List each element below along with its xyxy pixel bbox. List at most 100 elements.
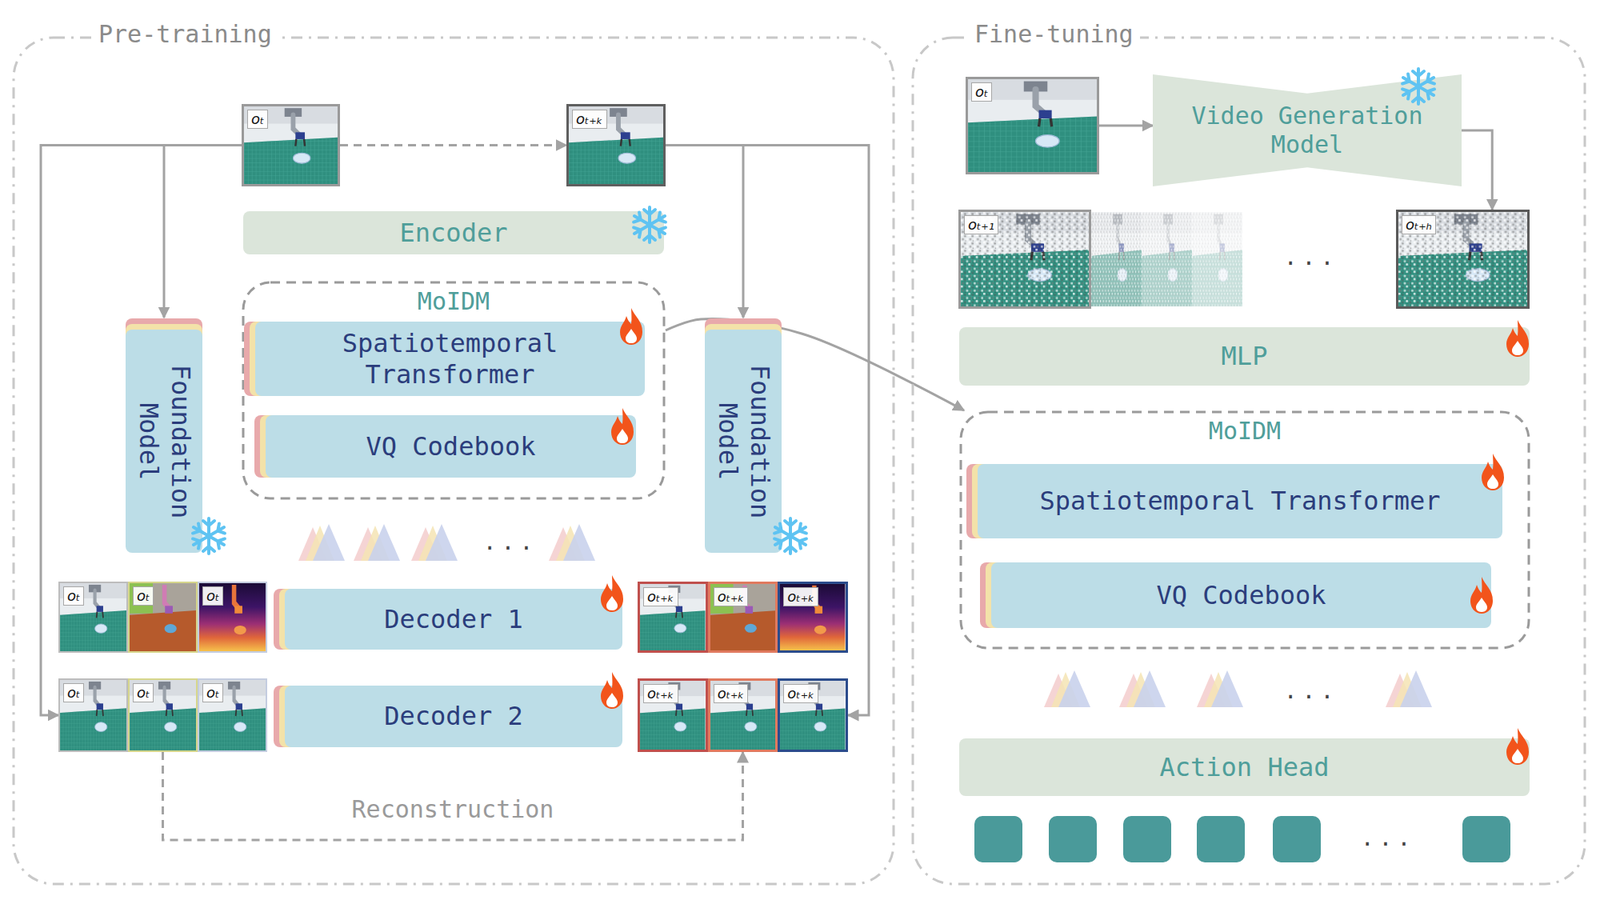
connector (340, 144, 567, 147)
image-cell: oₜ₊ₖ (708, 581, 779, 653)
module-box: Encoder (243, 211, 664, 255)
node-text: VQ Codebook (366, 431, 536, 462)
module-box: VQ Codebook (991, 562, 1492, 628)
action-token (1048, 816, 1097, 863)
ellipsis-holder: ... (1284, 244, 1340, 271)
image-cell: oₜ₊ₕ (1396, 209, 1530, 309)
frame-label: oₜ₊ₕ (1401, 215, 1436, 235)
frame-label: oₜ₊ₖ (783, 684, 819, 704)
image-frame: oₜoₜoₜ (58, 581, 268, 653)
frame-label: oₜ₊ₖ (713, 684, 749, 704)
frame-label: oₜ (202, 683, 224, 703)
image-frame: oₜ₊ₖ oₜ₊ₖ oₜ₊ₖ (637, 581, 848, 653)
trainable-icon (596, 573, 628, 614)
blurred-frames (1091, 212, 1243, 307)
module-box: Spatiotemporal Transformer (255, 321, 645, 396)
image-frame: oₜ₊ₖ oₜ₊ₖ oₜ₊ₖ (637, 678, 848, 752)
frozen-icon (1397, 65, 1440, 108)
module-box: Decoder 1 (284, 588, 623, 650)
trainable-icon (1476, 452, 1509, 492)
node-text: Pre-training (92, 20, 279, 49)
module-box: Spatiotemporal Transformer (977, 464, 1503, 539)
token-triangle (411, 524, 458, 561)
ellipsis-label: ... (1360, 825, 1416, 852)
connector (1099, 124, 1153, 128)
ellipsis-holder: ... (483, 529, 539, 556)
token-triangle (548, 524, 596, 561)
image-cell: oₜ (965, 76, 1100, 175)
action-token (974, 816, 1023, 863)
frozen-icon (188, 515, 230, 557)
trainable-icon (1501, 318, 1534, 359)
action-token (1462, 816, 1511, 863)
frame-label: oₜ (202, 586, 224, 606)
image-frame: oₜ₊ₕ (1396, 209, 1530, 309)
token-triangle (1385, 670, 1432, 708)
trainable-icon (615, 306, 648, 347)
frame-label: oₜ₊ₖ (643, 587, 679, 607)
ellipsis-holder: ... (1360, 825, 1416, 852)
frame-label: oₜ (247, 109, 268, 129)
node-text: Video Generation Model (1162, 101, 1452, 160)
node-text: Fine-tuning (968, 20, 1140, 49)
frame-label: oₜ₊ₖ (783, 587, 819, 607)
image-cell: oₜ₊₁ (958, 209, 1092, 309)
node-text: Spatiotemporal Transformer (1040, 485, 1441, 516)
connector (665, 145, 744, 319)
module-box: Action Head (959, 738, 1530, 796)
token-triangle (1119, 670, 1166, 708)
connector (164, 145, 242, 319)
edge-label: Reconstruction (347, 795, 560, 824)
trainable-icon (596, 670, 628, 711)
module-box: MLP (959, 327, 1530, 386)
trainable-icon (1501, 726, 1534, 767)
node-text: Spatiotemporal Transformer (264, 328, 636, 390)
frozen-icon (628, 204, 671, 246)
blurred-frame (1091, 212, 1142, 307)
frame-label: oₜ₊ₖ (713, 587, 749, 607)
action-token (1272, 816, 1321, 863)
image-cell: oₜ₊ₖ (777, 678, 848, 752)
ellipsis-holder: ... (1284, 678, 1340, 704)
image-cell: oₜ₊ₖ (708, 678, 779, 752)
frame-label: oₜ₊ₖ (643, 684, 679, 704)
image-cell: oₜ (197, 678, 268, 752)
ellipsis-label: ... (1284, 244, 1340, 271)
image-cell: oₜ (197, 581, 268, 653)
image-frame: oₜ₊₁ (958, 209, 1092, 309)
frame-label: oₜ (132, 683, 154, 703)
trainable-icon (1465, 575, 1498, 616)
frame-label: oₜ₊ₖ (572, 109, 608, 129)
action-tokens (974, 816, 1511, 863)
module-group: MoIDMSpatiotemporal TransformerVQ Codebo… (241, 280, 666, 500)
stage-panel: Fine-tuningoₜVideo Generation Modeloₜ₊₁o… (911, 36, 1587, 886)
edge-label-holder: Reconstruction (347, 795, 560, 824)
node-text: Foundation Model (711, 345, 776, 537)
trainable-icon (606, 406, 639, 447)
image-frame: oₜ (241, 104, 340, 187)
frame-label: oₜ (63, 683, 84, 703)
image-cell: oₜ (128, 678, 198, 752)
node-text: Decoder 2 (384, 700, 523, 732)
image-cell: oₜ₊ₖ (777, 581, 848, 653)
image-frame: oₜ (965, 76, 1100, 175)
foundation-model-box: Foundation Model (125, 329, 203, 553)
ellipsis-label: ... (1284, 678, 1340, 704)
token-triangle (1196, 670, 1244, 708)
image-cell: oₜ₊ₖ (637, 678, 708, 752)
node-text: Foundation Model (132, 345, 196, 537)
node-text: Action Head (1160, 752, 1330, 783)
video-model-shape: Video Generation Model (1152, 74, 1462, 187)
module-group: MoIDM Spatiotemporal Transformer VQ Codebo… (959, 410, 1531, 650)
ellipsis-label: ... (483, 529, 539, 556)
foundation-model-box: Foundation Model (704, 329, 782, 553)
token-triangle (353, 524, 400, 561)
image-cell: oₜ (58, 678, 128, 752)
action-token (1123, 816, 1172, 863)
image-frame: oₜ oₜ oₜ (58, 678, 268, 752)
frame-label: oₜ (63, 586, 84, 606)
node-text: MoIDM (1208, 416, 1281, 446)
image-cell: oₜ (241, 104, 340, 187)
action-token (1196, 816, 1245, 863)
connector (163, 752, 744, 840)
